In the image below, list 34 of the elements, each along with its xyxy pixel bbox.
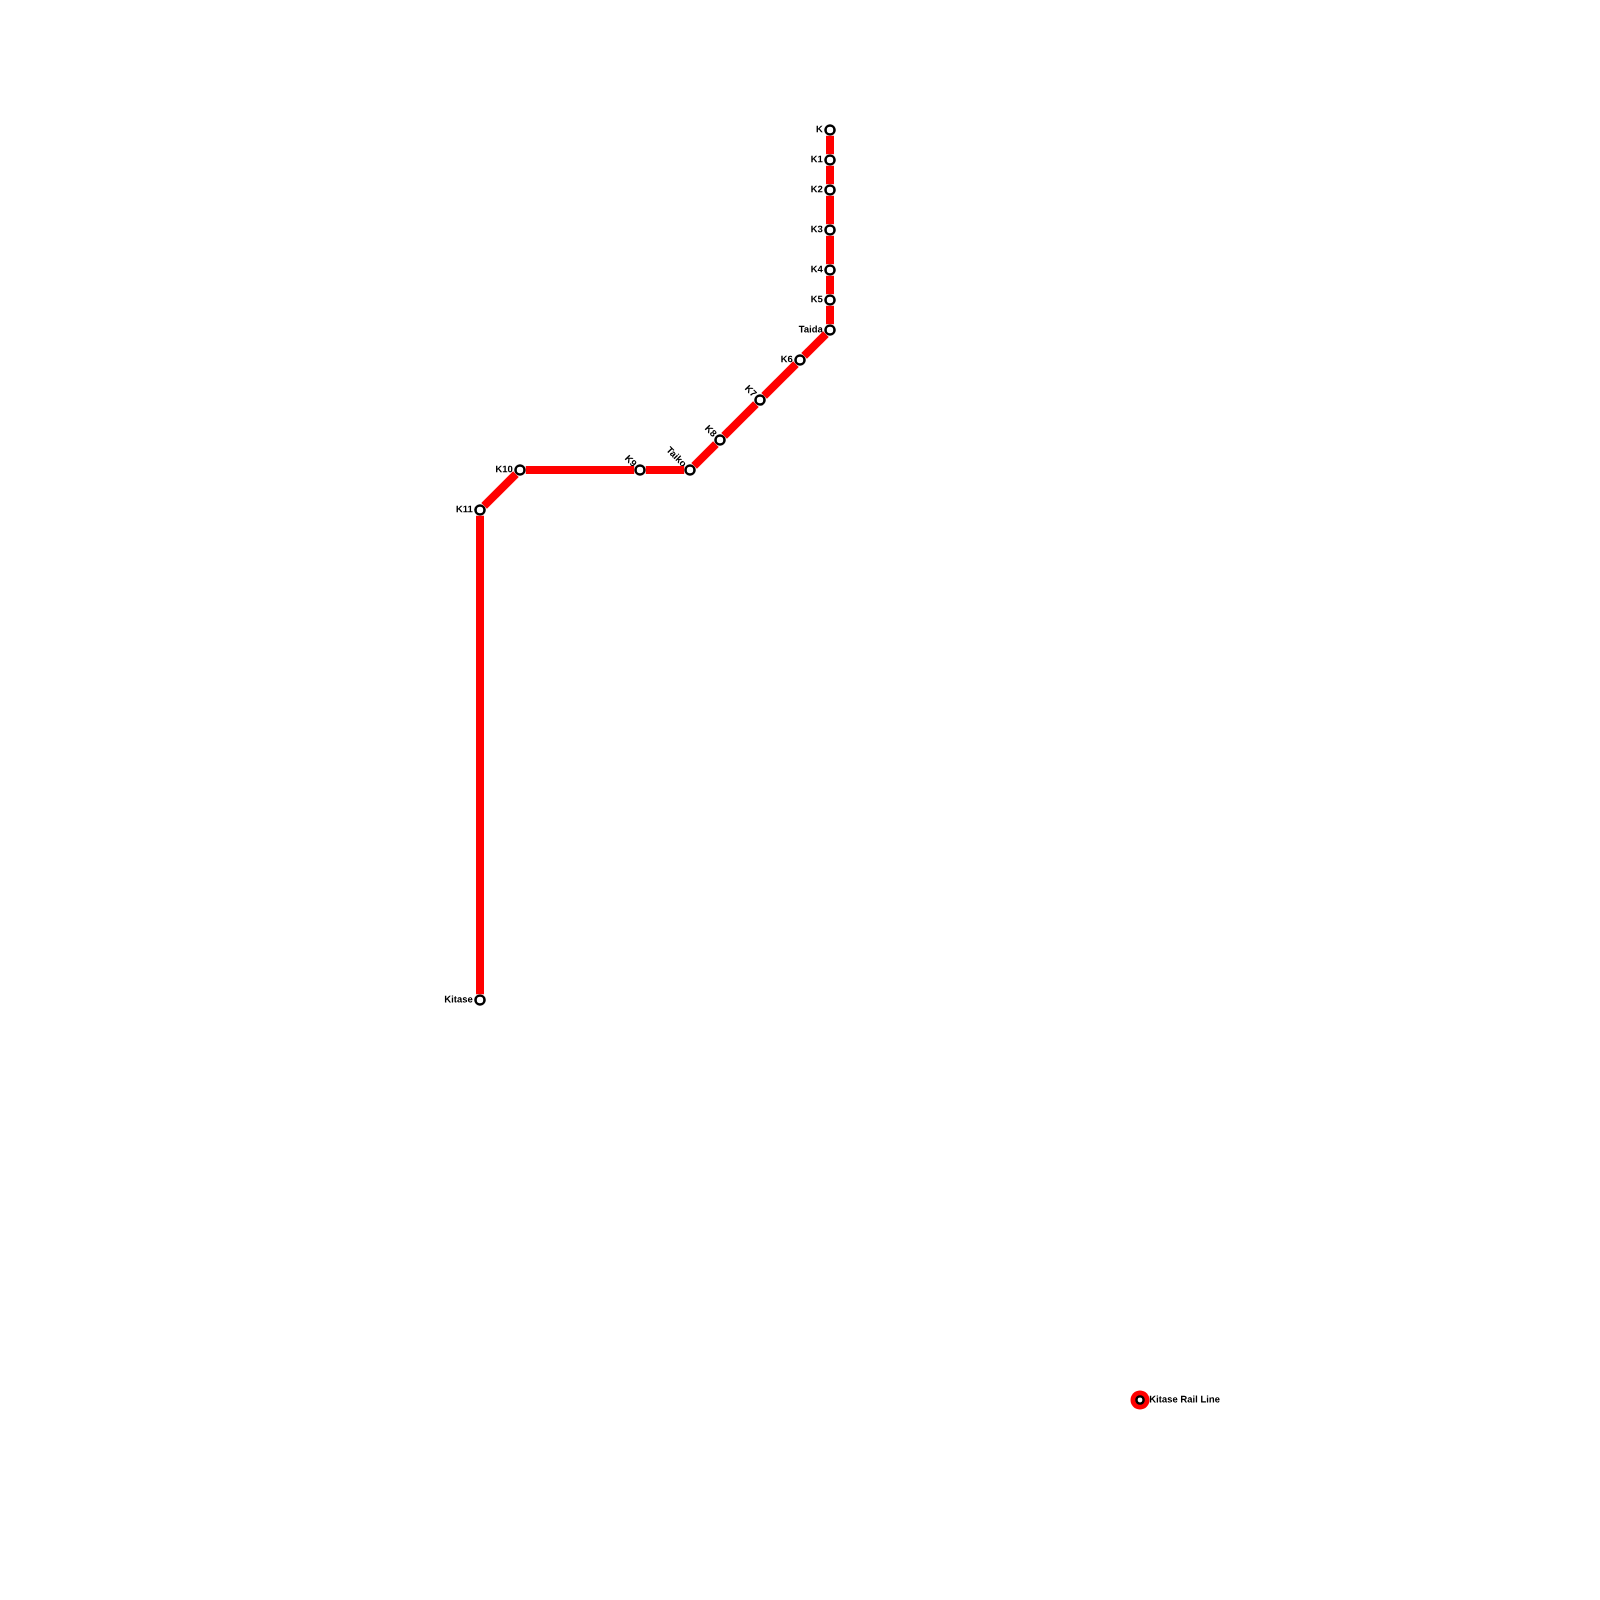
node-label: K4 xyxy=(811,265,823,273)
station: K2 xyxy=(811,184,836,196)
station: K9 xyxy=(624,454,646,476)
node-label: Taida xyxy=(798,325,823,333)
node-label: Kitase xyxy=(444,995,473,1003)
rail-line xyxy=(801,331,829,359)
station: K11 xyxy=(456,504,486,516)
node-label: K xyxy=(816,125,823,133)
station: K1 xyxy=(811,154,836,166)
station: K xyxy=(816,124,836,136)
node-label: K3 xyxy=(811,225,823,233)
station: K10 xyxy=(496,464,526,476)
station: K5 xyxy=(811,294,836,306)
node-label: K10 xyxy=(496,465,513,473)
rail-line xyxy=(481,471,519,509)
node-label: K6 xyxy=(781,355,793,363)
node-label: K5 xyxy=(811,295,823,303)
node-label: K2 xyxy=(811,185,823,193)
station: Kitase xyxy=(444,994,486,1006)
station: K8 xyxy=(704,424,726,446)
legend-label: Kitase Rail Line xyxy=(1149,1395,1220,1403)
station: Taida xyxy=(798,324,836,336)
station: K6 xyxy=(781,354,806,366)
station: K4 xyxy=(811,264,836,276)
station: K3 xyxy=(811,224,836,236)
node-label: K9 xyxy=(624,454,637,467)
rail-line xyxy=(761,361,799,399)
rail-line xyxy=(721,401,759,439)
node-label: K11 xyxy=(456,505,473,513)
node-label: K7 xyxy=(744,384,758,396)
node-label: K1 xyxy=(811,155,823,163)
station: K7 xyxy=(744,384,766,406)
rail-line xyxy=(691,441,719,469)
node-label: K8 xyxy=(704,424,717,437)
